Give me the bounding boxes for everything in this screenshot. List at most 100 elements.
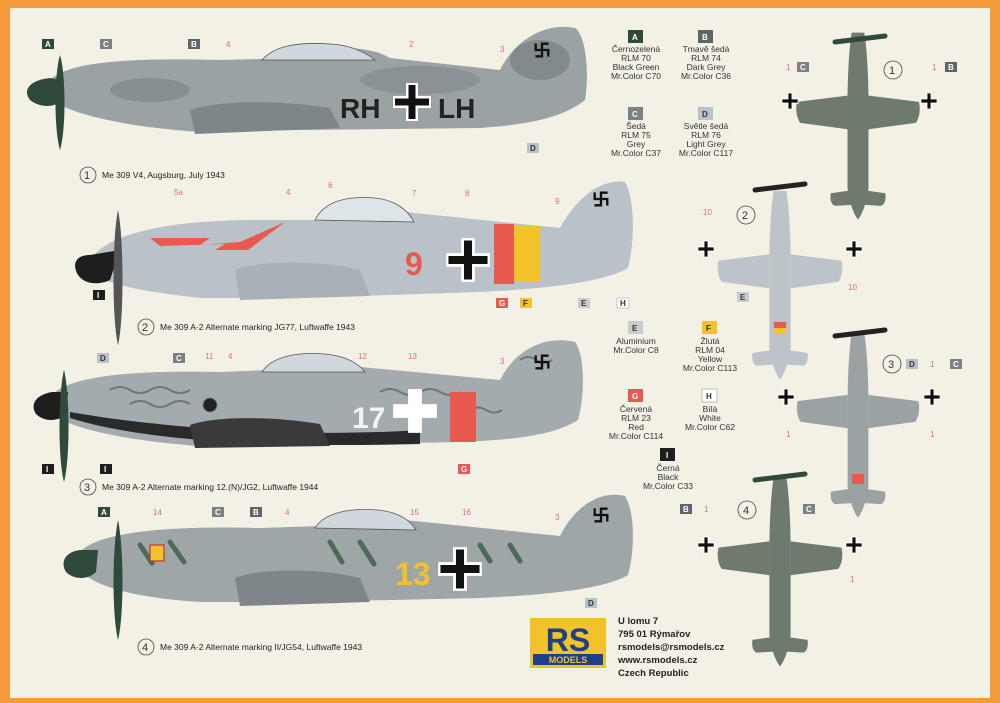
- callout-d-1: [527, 143, 539, 153]
- swatch-g-letter: G: [632, 392, 638, 401]
- profile-4: 13 A 14 C B 4 15 16 3 D 4 Me 309 A-2 Alt…: [63, 494, 633, 656]
- unit-emblem-4: [149, 544, 165, 562]
- legend-i-line3: Mr.Color C33: [643, 481, 693, 491]
- topview-callout-c-3: [950, 359, 962, 369]
- nose-1: [26, 78, 62, 106]
- callout-g-2: [496, 298, 508, 308]
- callout-16-4: 16: [462, 508, 471, 517]
- topview-1: C B 1 1 1: [781, 32, 957, 220]
- callout-e-2-label: E: [581, 299, 587, 308]
- callout-12-3: 12: [358, 352, 367, 361]
- unit-emblem-3: [202, 397, 218, 413]
- fuselage-code-right-1: LH: [438, 93, 475, 124]
- topview-badge-3: [882, 354, 902, 374]
- swatch-i-letter: I: [666, 451, 668, 460]
- caption-badge-2: [137, 318, 155, 336]
- callout-15-4: 15: [410, 508, 419, 517]
- topview-callout-c-1-label: C: [800, 63, 806, 72]
- legend-g-line4: Mr.Color C114: [609, 431, 663, 441]
- swatch-b-letter: B: [702, 33, 708, 42]
- topview-number-1: 1: [889, 65, 895, 77]
- legend-h-line3: Mr.Color C62: [685, 422, 735, 432]
- callout-3-4: 3: [555, 513, 560, 522]
- callout-14-4: 14: [153, 508, 162, 517]
- legend-d-line4: Mr.Color C117: [679, 148, 733, 158]
- callout-i-3b: [100, 464, 112, 474]
- legend-f-line3: Yellow: [698, 354, 723, 364]
- topview-callout-d-3: [906, 359, 918, 369]
- callout-13-3: 13: [408, 352, 417, 361]
- callout-g-3: [458, 464, 470, 474]
- propeller-1: [55, 55, 65, 150]
- topview-callout-b-4: [680, 504, 692, 514]
- swatch-h: [701, 388, 718, 403]
- caption-4: Me 309 A-2 Alternate marking II/JG54, Lu…: [160, 642, 362, 652]
- profile-3: 17 D C 11 4 12 13 3 I I G 3 Me 309 A-2 A…: [33, 340, 583, 496]
- callout-9-2: 9: [555, 197, 560, 206]
- callout-f-2: [520, 298, 532, 308]
- caption-1: Me 309 V4, Augsburg, July 1943: [102, 170, 225, 180]
- propeller-4: [113, 520, 123, 640]
- callout-c-1: [100, 39, 112, 49]
- topview-3: D C 1 1 1 3: [777, 327, 962, 518]
- topview-callout-d-3-label: D: [909, 360, 915, 369]
- caption-number-3: 3: [84, 482, 90, 494]
- logo-text: RS: [546, 622, 590, 658]
- mottle-1: [110, 78, 190, 102]
- callout-c-1-label: C: [103, 40, 109, 49]
- callout-6-2: 6: [328, 181, 333, 190]
- fuselage-4: [80, 494, 633, 602]
- legend-c-line2: RLM 75: [621, 130, 651, 140]
- swatch-d: [698, 107, 713, 120]
- topview-number-3: 3: [888, 359, 894, 371]
- logo-sub-text: MODELS: [549, 655, 588, 665]
- caption-2: Me 309 A-2 Alternate marking JG77, Luftw…: [160, 322, 355, 332]
- legend-b-line3: Dark Grey: [687, 62, 726, 72]
- canopy-3: [261, 353, 366, 373]
- propeller-3: [59, 370, 69, 482]
- topview-callout-1b-1: 1: [932, 63, 937, 72]
- callout-7-2: 7: [412, 189, 417, 198]
- legend-g-line2: RLM 23: [621, 413, 651, 423]
- caption-number-4: 4: [142, 642, 148, 654]
- address-line-3: rsmodels@rsmodels.cz: [618, 642, 725, 653]
- callout-b-4: [250, 507, 262, 517]
- topview-callout-e-2: [737, 292, 749, 302]
- callout-i-2-label: I: [97, 291, 99, 300]
- caption-badge-4: [137, 638, 155, 656]
- legend-i-line2: Black: [658, 472, 680, 482]
- callout-d-1-label: D: [530, 144, 536, 153]
- callout-11-3: 11: [205, 352, 214, 361]
- legend-d-line1: Světle šedá: [684, 121, 729, 131]
- topview-number-4: 4: [743, 505, 749, 517]
- topview-callout-c-3-label: C: [953, 360, 959, 369]
- topview-band-red-3: [852, 474, 864, 484]
- swatch-a-letter: A: [632, 33, 638, 42]
- legend-c-line4: Mr.Color C37: [611, 148, 661, 158]
- topview-callout-b-1: [945, 62, 957, 72]
- topview-callout-1c-3: 1: [930, 430, 935, 439]
- callout-4-4: 4: [285, 508, 290, 517]
- topview-4: B C 1 1 4: [680, 471, 863, 667]
- callout-3-1: 3: [500, 45, 505, 54]
- callout-d-4-label: D: [588, 599, 594, 608]
- swatch-f: [702, 321, 717, 334]
- legend-f-line2: RLM 04: [695, 345, 725, 355]
- topview-number-2: 2: [742, 210, 748, 222]
- profile-1: RH LH A C B 4 2 3 D 1 Me 309 V4, Augsbur…: [26, 26, 587, 184]
- callout-b-1: [188, 39, 200, 49]
- canopy-1: [261, 43, 377, 61]
- callout-i-3a: [42, 464, 54, 474]
- rs-models-logo: RS MODELS: [530, 618, 606, 668]
- address-line-2: 795 01 Rýmařov: [618, 629, 691, 640]
- legend-i-line1: Černá: [656, 463, 679, 473]
- topview-prop-4: [752, 471, 808, 483]
- topview-prop-3: [832, 327, 888, 339]
- legend-b-line2: RLM 74: [691, 53, 721, 63]
- topview-badge-4: [737, 500, 757, 520]
- topview-callout-1a-1: 1: [786, 63, 791, 72]
- callout-b-4-label: B: [253, 508, 259, 517]
- swatch-f-letter: F: [706, 324, 711, 333]
- legend-f-line4: Mr.Color C113: [683, 363, 737, 373]
- topview-callout-10b-2: 10: [848, 283, 857, 292]
